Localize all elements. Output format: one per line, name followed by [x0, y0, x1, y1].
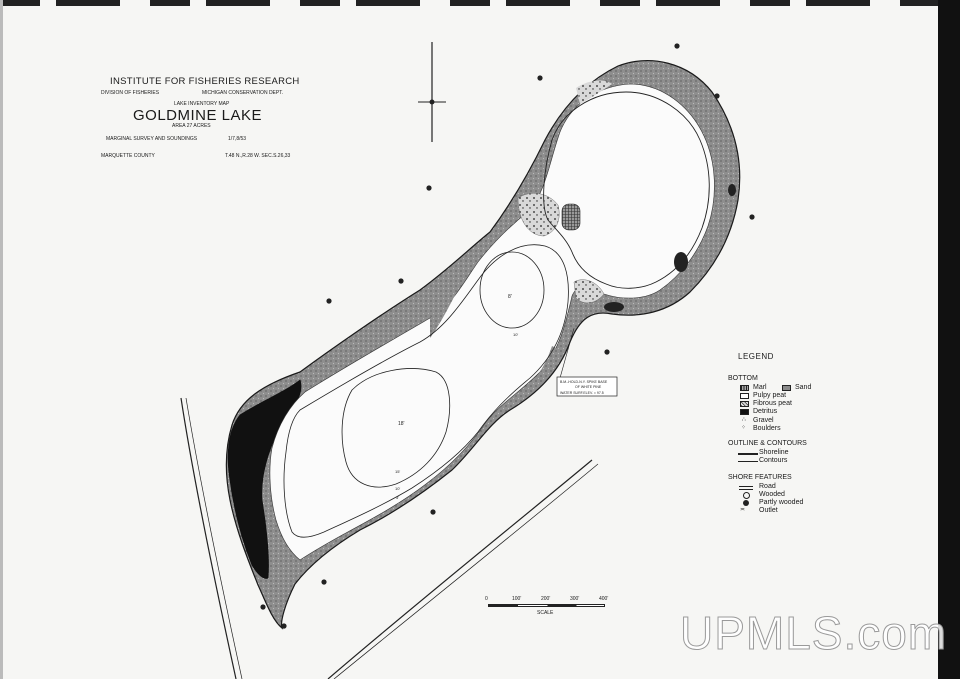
depth-label-contour-a: 10' — [513, 332, 518, 337]
gravel-zone-south — [573, 279, 605, 304]
depth-label-contour-c: 10' — [395, 486, 400, 491]
south-shore-detritus — [604, 302, 624, 312]
area-label: AREA 27 ACRES — [172, 123, 211, 129]
legend-fibrous-peat: Fibrous peat — [753, 400, 792, 407]
north-basin-contour — [543, 91, 710, 289]
township-label: T.48 N.,R.28 W. SEC.S.26,33 — [225, 153, 291, 159]
depth-label-south: 18' — [398, 421, 405, 427]
legend-outlet: Outlet — [759, 507, 778, 514]
legend-wooded: Wooded — [759, 491, 785, 498]
survey-date: 1/7,8/53 — [228, 136, 247, 142]
legend-pulpy-peat: Pulpy peat — [753, 392, 787, 399]
east-shore-detritus-1 — [674, 252, 688, 272]
south-basin-contour-outer — [283, 244, 569, 538]
benchmark-leader — [559, 327, 575, 379]
shoreline-symbol — [738, 453, 758, 455]
boulders-symbol-icon: ⁘ — [741, 425, 747, 431]
legend-partly-wooded: Partly wooded — [759, 499, 804, 506]
gravel-zone-northwest — [576, 80, 612, 104]
scale-bar-graphic — [488, 604, 605, 607]
detritus-swatch — [740, 409, 749, 415]
scale-tick-300: 300' — [570, 596, 580, 602]
legend-contours: Contours — [759, 457, 788, 464]
gravel-symbol-icon: ∴ — [742, 417, 746, 423]
road-west — [180, 397, 237, 679]
legend-gravel: Gravel — [753, 417, 774, 424]
legend-shoreline: Shoreline — [759, 449, 789, 456]
road-south — [327, 459, 593, 679]
scan-edge-left — [0, 0, 3, 679]
map-type-label: LAKE INVENTORY MAP — [174, 101, 230, 107]
partly-wooded-symbol-icon — [743, 500, 749, 506]
sand-patch-narrows — [430, 270, 470, 338]
scale-tick-400: 400' — [599, 596, 609, 602]
legend-detritus: Detritus — [753, 408, 778, 415]
depth-label-contour-d: 5' — [396, 495, 399, 500]
lake-open-water — [269, 83, 715, 561]
department-label: MICHIGAN CONSERVATION DEPT. — [202, 90, 284, 96]
scan-edge-top — [0, 0, 960, 6]
county-label: MARQUETTE COUNTY — [101, 153, 155, 159]
legend-sand: Sand — [795, 384, 812, 391]
benchmark-box — [556, 376, 618, 397]
scale-tick-0: 0 — [485, 596, 488, 602]
watermark-text: UPMLS.com — [679, 607, 948, 660]
gravel-zone-narrows — [517, 193, 560, 237]
upper-basin-contour — [479, 251, 545, 329]
outlet-symbol-icon: ≍ — [740, 507, 746, 513]
division-label: DIVISION OF FISHERIES — [101, 90, 160, 96]
sand-swatch — [782, 385, 791, 391]
legend-bottom-heading: BOTTOM — [728, 375, 758, 382]
institute-title: INSTITUTE FOR FISHERIES RESEARCH — [110, 76, 300, 87]
contour-symbol — [738, 461, 758, 462]
road-symbol — [739, 486, 753, 490]
depth-label-north: 8' — [508, 294, 512, 300]
road-west-edge — [185, 397, 243, 679]
benchmark-line-1: B.M.-HOLD-N.Y. SPIKE BASE — [560, 380, 608, 384]
legend-road: Road — [759, 483, 776, 490]
survey-label: MARGINAL SURVEY AND SOUNDINGS — [106, 136, 198, 142]
lower-basin-contour — [341, 368, 451, 488]
marl-patch — [561, 203, 581, 231]
north-arrow-center — [429, 99, 435, 105]
lake-name: GOLDMINE LAKE — [133, 107, 263, 124]
wooded-symbol-icon — [743, 492, 750, 499]
road-south-edge — [333, 463, 599, 679]
wooded-markers — [260, 43, 755, 629]
scan-edge-right — [938, 0, 960, 679]
benchmark-line-2: OF WHITE PINE — [575, 385, 602, 389]
marl-swatch — [740, 385, 749, 391]
legend-marl: Marl — [753, 384, 767, 391]
scale-tick-100: 100' — [512, 596, 522, 602]
fibrous-peat-swatch — [740, 401, 749, 407]
sand-patch-east — [515, 346, 560, 404]
pulpy-peat-swatch — [740, 393, 749, 399]
legend-shore-heading: SHORE FEATURES — [728, 474, 792, 481]
scale-tick-200: 200' — [541, 596, 551, 602]
depth-label-contour-b: 15' — [395, 469, 400, 474]
legend-boulders: Boulders — [753, 425, 781, 432]
east-shore-detritus-2 — [728, 184, 736, 196]
benchmark-line-3: WATER SURF.ELEV. = 97.5 — [560, 391, 604, 395]
legend-outline-heading: OUTLINE & CONTOURS — [728, 440, 807, 447]
scale-label: SCALE — [537, 610, 554, 616]
legend-title: LEGEND — [738, 352, 774, 361]
